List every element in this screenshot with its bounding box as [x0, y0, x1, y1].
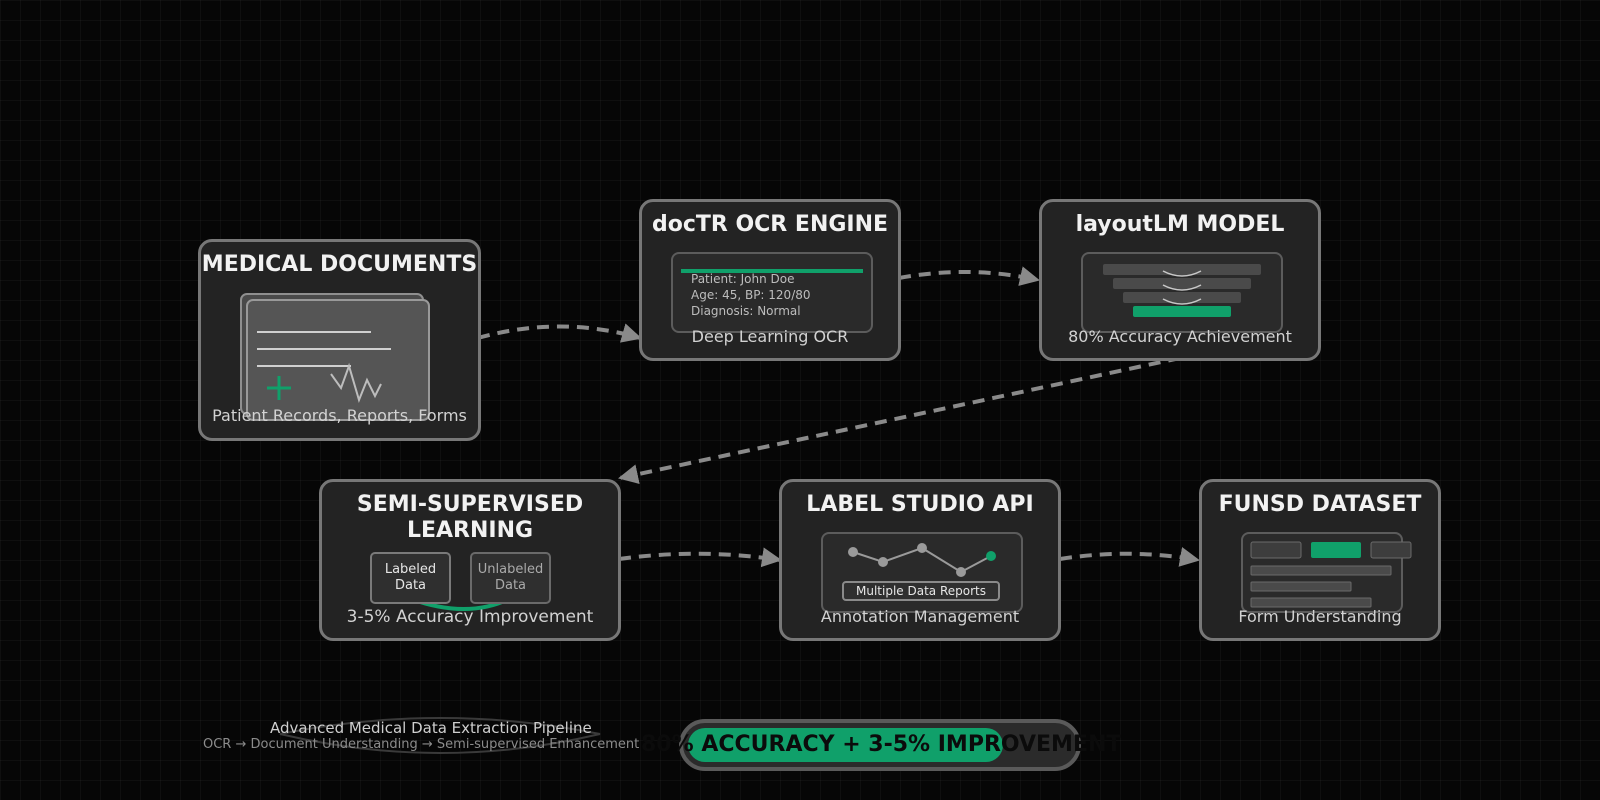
- node-caption: 3-5% Accuracy Improvement: [346, 607, 594, 627]
- node-title: layoutLM MODEL: [1075, 212, 1285, 237]
- node-caption: Annotation Management: [820, 607, 1020, 626]
- node-title: FUNSD DATASET: [1218, 492, 1422, 517]
- node-title: MEDICAL DOCUMENTS: [201, 252, 478, 277]
- node-title-line1: SEMI-SUPERVISED: [356, 492, 584, 517]
- node-caption: Form Understanding: [1238, 607, 1402, 626]
- chip-label-line2: Data: [494, 578, 527, 593]
- annotation-panel: Multiple Data Reports: [821, 532, 1023, 613]
- layer-stack-icon: [1103, 264, 1261, 317]
- accuracy-badge-text: 80% ACCURACY + 3-5% IMPROVEMENT: [641, 732, 1122, 757]
- node-label-studio[interactable]: LABEL STUDIO API Multiple Data Reports A…: [779, 479, 1061, 641]
- chip-label-line1: Labeled: [384, 562, 437, 577]
- ocr-line: Patient: John Doe: [691, 272, 795, 286]
- ecg-wave-icon: [330, 362, 382, 404]
- document-stack-icon: [240, 293, 430, 421]
- ocr-scan-bar: [681, 269, 863, 273]
- multiple-data-reports-chip: Multiple Data Reports: [842, 581, 1000, 601]
- node-layoutlm[interactable]: layoutLM MODEL 80% Accuracy Achievement: [1039, 199, 1321, 361]
- chip-label-line2: Data: [394, 578, 427, 593]
- node-title: LABEL STUDIO API: [806, 492, 1034, 517]
- node-title: docTR OCR ENGINE: [651, 212, 889, 237]
- medical-cross-icon: [267, 376, 291, 400]
- footer-title: Advanced Medical Data Extraction Pipelin…: [270, 719, 592, 737]
- connector-documents-to-ocr: [477, 323, 642, 343]
- node-caption: Patient Records, Reports, Forms: [212, 406, 467, 425]
- node-semi-supervised[interactable]: SEMI-SUPERVISED LEARNING Labeled Data Un…: [319, 479, 621, 641]
- node-caption: Deep Learning OCR: [691, 327, 849, 346]
- model-layers-panel: [1081, 252, 1283, 333]
- node-funsd[interactable]: FUNSD DATASET Form Understanding: [1199, 479, 1441, 641]
- node-title-line2: LEARNING: [406, 518, 534, 543]
- form-layout-icon: [1250, 541, 1412, 608]
- node-caption: 80% Accuracy Achievement: [1068, 327, 1292, 346]
- accuracy-badge: 80% ACCURACY + 3-5% IMPROVEMENT: [641, 719, 1121, 771]
- unlabeled-data-chip: Unlabeled Data: [470, 552, 551, 604]
- node-doctr-ocr[interactable]: docTR OCR ENGINE Patient: John Doe Age: …: [639, 199, 901, 361]
- connector-labelstudio-to-funsd: [1059, 547, 1200, 567]
- connector-layoutlm-to-semi: [618, 356, 1181, 485]
- annotation-graph-icon: [848, 543, 996, 577]
- ocr-line: Age: 45, BP: 120/80: [691, 288, 811, 302]
- node-medical-documents[interactable]: MEDICAL DOCUMENTS Patient Records, Repor…: [198, 239, 481, 441]
- labeled-data-chip: Labeled Data: [370, 552, 451, 604]
- ocr-line: Diagnosis: Normal: [691, 304, 801, 318]
- form-preview-panel: [1241, 532, 1412, 613]
- accuracy-badge-fill: [688, 728, 1003, 762]
- connector-semi-to-labelstudio: [618, 547, 782, 568]
- chip-label-line1: Unlabeled: [477, 562, 544, 577]
- footer-subtitle: OCR → Document Understanding → Semi-supe…: [203, 737, 640, 752]
- connector-ocr-to-layoutlm: [898, 266, 1040, 286]
- footer-swoosh: [279, 717, 601, 754]
- ocr-preview-panel: Patient: John Doe Age: 45, BP: 120/80 Di…: [671, 252, 873, 333]
